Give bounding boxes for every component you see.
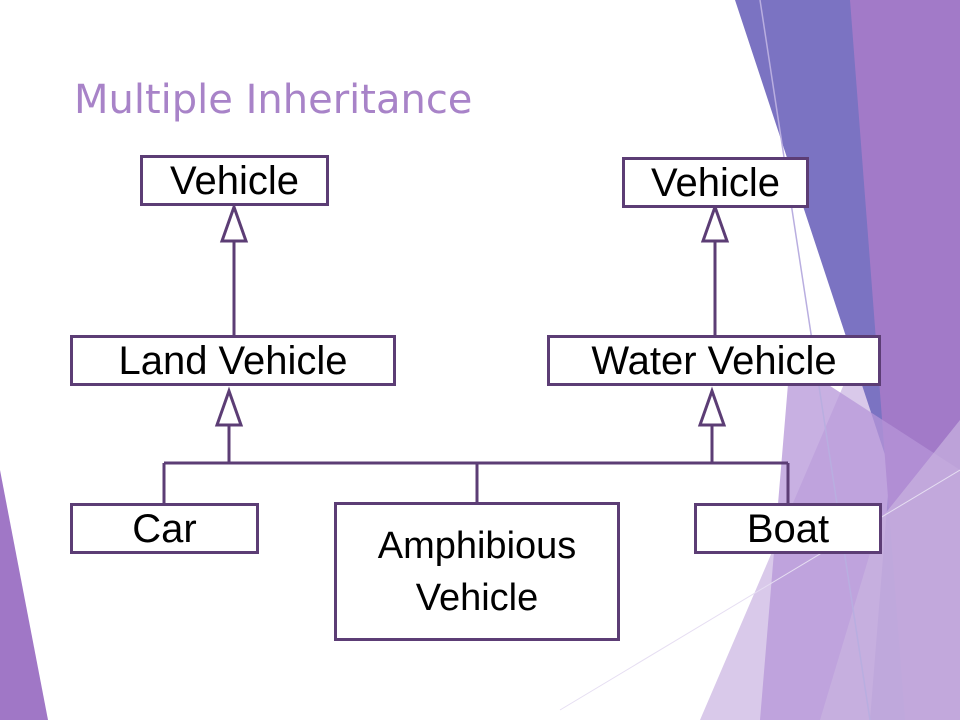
right-decoration-light-2 (820, 420, 960, 720)
left-decoration (0, 470, 48, 720)
node-water-vehicle: Water Vehicle (547, 335, 881, 386)
node-car: Car (70, 503, 259, 554)
node-vehicle-right: Vehicle (622, 157, 809, 208)
connectors (162, 202, 790, 503)
node-vehicle-left: Vehicle (140, 155, 329, 206)
node-label: Amphibious Vehicle (377, 524, 577, 619)
generalization-arrow-right-top (700, 202, 730, 243)
node-label: Boat (746, 506, 830, 551)
node-label: Vehicle (651, 160, 780, 205)
page-title: Multiple Inheritance (74, 77, 473, 123)
generalization-arrow-left-top (219, 202, 249, 243)
node-label: Car (132, 506, 197, 551)
right-decoration-line-2 (559, 469, 960, 711)
node-boat: Boat (694, 503, 882, 554)
node-amphibious-vehicle: Amphibious Vehicle (334, 502, 620, 641)
node-label: Vehicle (170, 158, 299, 203)
node-land-vehicle: Land Vehicle (70, 335, 396, 386)
generalization-arrow-land (214, 386, 244, 427)
node-label: Land Vehicle (118, 338, 348, 383)
node-label: Water Vehicle (591, 338, 837, 383)
generalization-arrow-water (697, 386, 727, 427)
